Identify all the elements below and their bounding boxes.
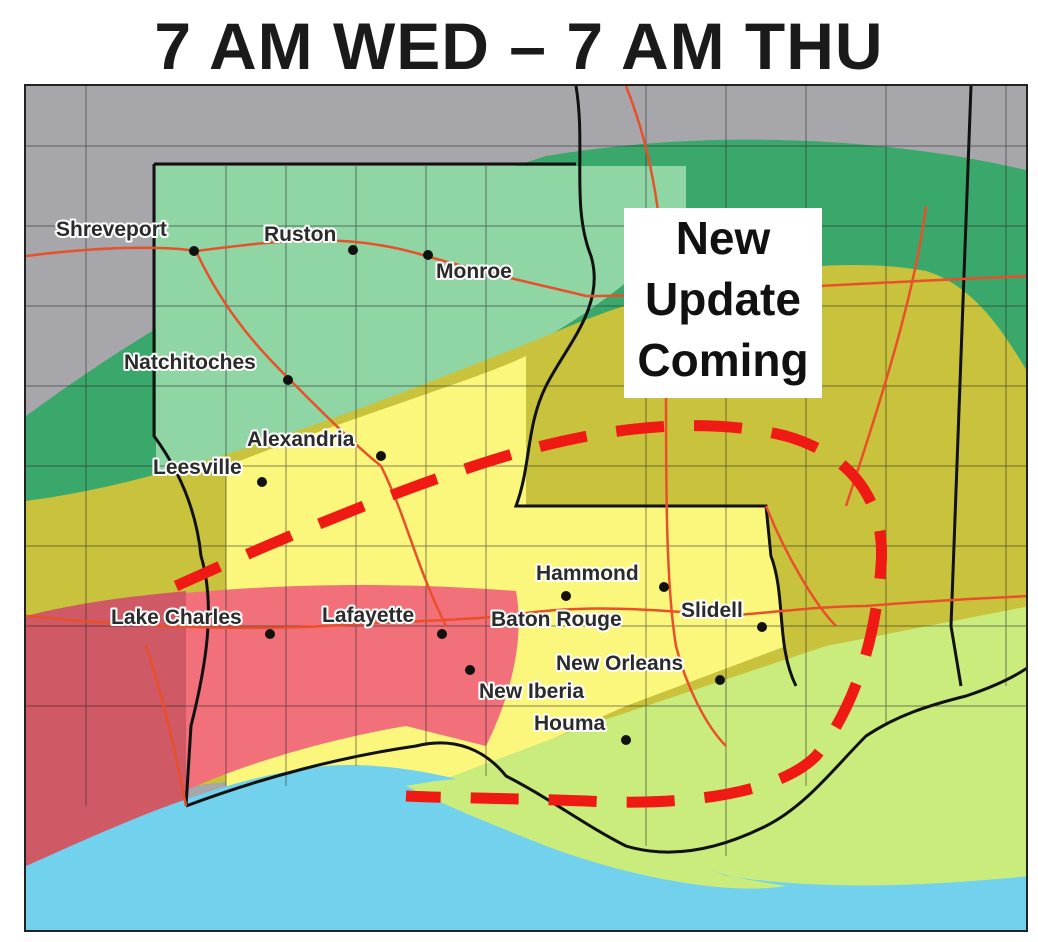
city-label-baton-rouge: Baton Rouge [491,608,622,631]
city-dot-natchitoches [283,375,293,385]
city-label-alexandria: Alexandria [247,428,355,451]
update-area-outline [173,420,888,808]
gulf-coast-water [26,765,1026,930]
city-markers [189,245,767,745]
city-dot-houma [621,735,631,745]
city-dot-hammond [659,582,669,592]
texas-border [152,164,210,807]
city-label-new-iberia: New Iberia [479,680,584,703]
city-label-ruston: Ruston [264,223,336,246]
city-label-lafayette: Lafayette [322,604,414,627]
city-label-lake-charles: Lake Charles [111,606,242,629]
city-dot-slidell [757,622,767,632]
city-dot-lafayette [437,629,447,639]
city-label-shreveport: Shreveport [56,218,167,241]
city-label-new-orleans: New Orleans [556,652,683,675]
map-title: 7 AM WED – 7 AM THU [154,9,884,83]
city-label-natchitoches: Natchitoches [124,351,256,374]
risk-map: Shreveport Ruston Monroe Natchitoches Al… [24,84,1028,932]
city-label-monroe: Monroe [436,260,512,283]
update-note: New Update Coming [624,208,822,398]
coastal-marine-zone [406,778,786,889]
city-dot-new-iberia [465,665,475,675]
county-lines [26,86,1026,856]
city-dot-leesville [257,477,267,487]
city-dot-lake-charles [265,629,275,639]
city-dot-baton-rouge [561,591,571,601]
city-label-leesville: Leesville [153,456,242,479]
city-dot-shreveport [189,246,199,256]
city-dot-monroe [423,250,433,260]
city-labels: Shreveport Ruston Monroe Natchitoches Al… [54,216,745,737]
city-label-houma: Houma [534,712,605,735]
map-canvas: Shreveport Ruston Monroe Natchitoches Al… [26,86,1026,930]
update-note-line-1: New [675,212,771,264]
update-note-line-3: Coming [637,334,809,386]
coastline [185,666,1026,854]
city-dot-new-orleans [715,675,725,685]
risk-area-light-green [26,166,686,806]
city-dot-ruston [348,245,358,255]
city-label-slidell: Slidell [681,599,743,622]
risk-area-red-dark [26,591,186,866]
update-note-line-2: Update [645,273,801,325]
city-dot-alexandria [376,451,386,461]
city-label-hammond: Hammond [536,562,639,585]
